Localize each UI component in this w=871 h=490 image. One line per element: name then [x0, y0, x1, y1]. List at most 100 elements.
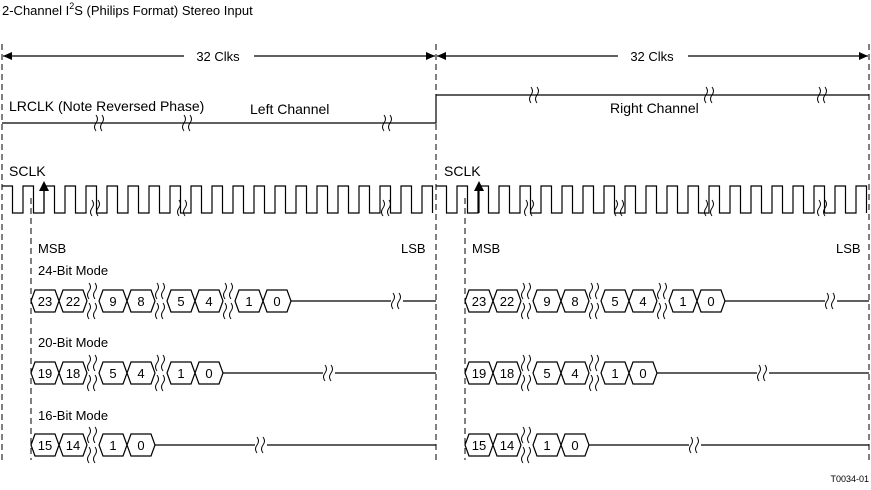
figure-id: T0034-01: [830, 474, 869, 484]
sclk-label-left: SCLK: [9, 163, 46, 179]
bit-cell-left-mode1-1-0-label: 5: [109, 366, 116, 381]
msb-label-right: MSB: [472, 241, 500, 256]
sclk-break-left-0: [90, 199, 100, 217]
bit-cell-right-mode2-1-1-label: 0: [571, 438, 578, 453]
mode-1-left-idle-break: [323, 364, 333, 382]
lrclk-break-left-1: [182, 114, 192, 132]
mode-1-right-idle-break: [757, 364, 767, 382]
mode-0-right-break-top-1: [521, 282, 531, 300]
bit-cell-left-mode0-0-1: [58, 289, 88, 313]
left-channel-label: Left Channel: [250, 101, 329, 117]
bit-cell-right-mode0-0-1: [492, 289, 522, 313]
bit-cell-right-mode1-1-1-label: 4: [571, 366, 578, 381]
right-channel-label: Right Channel: [610, 100, 699, 116]
lrclk-label: LRCLK (Note Reversed Phase): [9, 98, 204, 114]
mode-0-left-break-top-1: [87, 282, 97, 300]
mode-1-left-break-top-2: [155, 354, 165, 372]
bit-cell-left-mode2-0-1: [58, 433, 88, 457]
period-label-right: 32 Clks: [630, 49, 674, 64]
bit-cell-left-mode0-1-0-label: 9: [109, 294, 116, 309]
sclk-break-right-1: [614, 199, 624, 217]
bit-cell-left-mode0-3-0-label: 1: [245, 294, 252, 309]
mode-0-right-idle-break: [825, 292, 835, 310]
mode-0-right-break-bottom-2: [589, 302, 599, 320]
bit-cell-right-mode0-0-0-label: 23: [472, 294, 486, 309]
lrclk-break-left-0: [94, 114, 104, 132]
bit-cell-left-mode0-1-1-label: 8: [137, 294, 144, 309]
sclk-break-right-0: [524, 199, 534, 217]
bit-cell-left-mode1-0-1-label: 18: [66, 366, 80, 381]
mode-0-left-break-bottom-3: [223, 302, 233, 320]
sclk-waveform-left: [2, 185, 434, 214]
bit-cell-right-mode0-0-1-label: 22: [500, 294, 514, 309]
bit-cell-left-mode1-2-1-label: 0: [205, 366, 212, 381]
bit-cell-left-mode0-2-0-label: 5: [177, 294, 184, 309]
bit-cell-right-mode1-0-0-label: 19: [472, 366, 486, 381]
mode-label-20bit: 20-Bit Mode: [38, 335, 108, 350]
period-label-left: 32 Clks: [196, 49, 240, 64]
bit-cell-right-mode0-3-0-label: 1: [679, 294, 686, 309]
mode-0-left-idle-break: [391, 292, 401, 310]
bit-cell-left-mode1-0-1: [58, 361, 88, 385]
bit-cell-right-mode0-3-1-label: 0: [707, 294, 714, 309]
lrclk-break-right-1: [704, 86, 714, 104]
period-arrowhead-left-start: [3, 52, 12, 60]
bit-cell-left-mode0-2-1: [194, 289, 224, 313]
bit-cell-right-mode0-1-1: [560, 289, 590, 313]
bit-cell-left-mode1-2-0-label: 1: [177, 366, 184, 381]
lsb-label-right: LSB: [836, 241, 861, 256]
bit-cell-right-mode1-0-1: [492, 361, 522, 385]
mode-2-left-idle-break: [255, 436, 265, 454]
bit-cell-right-mode1-2-1-label: 0: [639, 366, 646, 381]
mode-2-left-break-bottom-1: [87, 446, 97, 464]
mode-2-right-break-top-1: [521, 426, 531, 444]
bit-cell-left-mode2-1-1-label: 0: [137, 438, 144, 453]
mode-2-left-break-top-1: [87, 426, 97, 444]
mode-1-left-break-bottom-1: [87, 374, 97, 392]
sclk-edge-arrow-left: [39, 181, 49, 191]
mode-1-left-break-bottom-2: [155, 374, 165, 392]
bit-cell-right-mode2-0-1: [492, 433, 522, 457]
bit-cell-left-mode0-0-0-label: 23: [38, 294, 52, 309]
mode-0-right-break-top-3: [657, 282, 667, 300]
bit-cell-left-mode1-0-0-label: 19: [38, 366, 52, 381]
bit-cell-left-mode2-0-0-label: 15: [38, 438, 52, 453]
mode-0-left-break-bottom-1: [87, 302, 97, 320]
sclk-waveform-right: [436, 185, 868, 214]
bit-cell-left-mode0-1-1: [126, 289, 156, 313]
sclk-label-right: SCLK: [444, 163, 481, 179]
period-arrowhead-right-start: [437, 52, 446, 60]
bit-cell-left-mode0-2-1-label: 4: [205, 294, 212, 309]
bit-cell-right-mode0-2-0-label: 5: [611, 294, 618, 309]
bit-cell-right-mode2-0-1-label: 14: [500, 438, 514, 453]
mode-0-left-break-top-2: [155, 282, 165, 300]
lrclk-break-right-0: [529, 86, 539, 104]
mode-0-right-break-bottom-1: [521, 302, 531, 320]
bit-cell-left-mode1-1-1: [126, 361, 156, 385]
bit-cell-right-mode0-1-0-label: 9: [543, 294, 550, 309]
mode-1-right-break-bottom-2: [589, 374, 599, 392]
mode-1-right-break-top-1: [521, 354, 531, 372]
bit-cell-left-mode1-1-1-label: 4: [137, 366, 144, 381]
lrclk-break-left-2: [382, 114, 392, 132]
bit-cell-right-mode1-2-0-label: 1: [611, 366, 618, 381]
mode-label-24bit: 24-Bit Mode: [38, 263, 108, 278]
diagram-title: 2-Channel I2S (Philips Format) Stereo In…: [2, 1, 253, 18]
title-prefix: 2-Channel I: [2, 3, 69, 18]
mode-0-right-break-bottom-3: [657, 302, 667, 320]
sclk-edge-arrow-right: [474, 181, 484, 191]
mode-0-left-break-bottom-2: [155, 302, 165, 320]
mode-label-16bit: 16-Bit Mode: [38, 408, 108, 423]
bit-cell-left-mode0-3-1-label: 0: [273, 294, 280, 309]
sclk-break-left-2: [381, 199, 391, 217]
bit-cell-right-mode1-1-1: [560, 361, 590, 385]
bit-cell-right-mode1-0-1-label: 18: [500, 366, 514, 381]
bit-cell-right-mode1-1-0-label: 5: [543, 366, 550, 381]
mode-2-right-break-bottom-1: [521, 446, 531, 464]
bit-cell-left-mode2-1-0-label: 1: [109, 438, 116, 453]
mode-1-left-break-top-1: [87, 354, 97, 372]
sclk-break-right-3: [817, 199, 827, 217]
